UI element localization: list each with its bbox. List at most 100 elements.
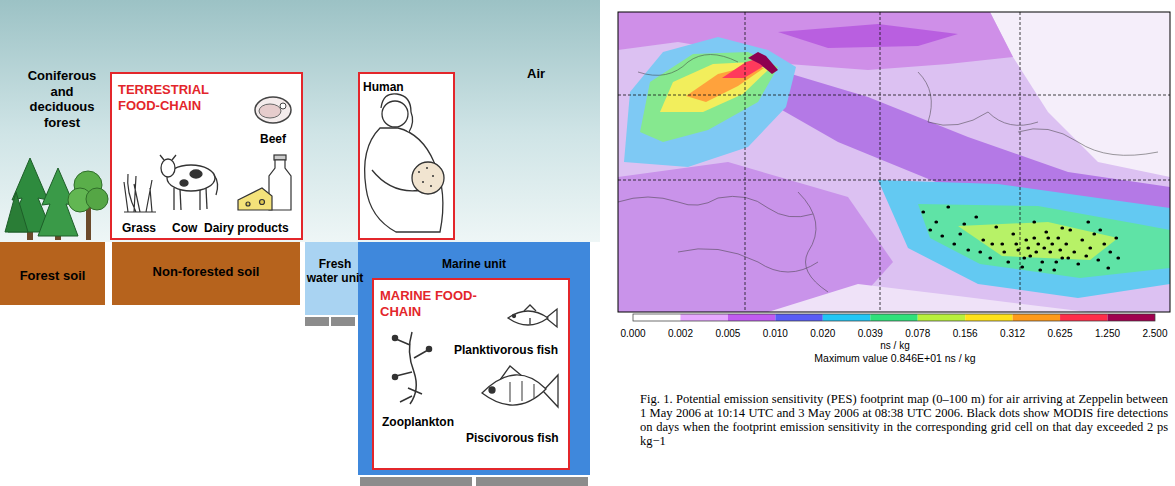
colorbar-tick: 0.625: [1048, 328, 1073, 340]
figure-caption: Fig. 1. Potential emission sensitivity (…: [640, 392, 1168, 448]
item-label: Planktivorous fish: [454, 343, 558, 357]
footprint-map: [640, 52, 778, 142]
forest-label: Coniferous and deciduous forest: [19, 68, 105, 130]
label-holder: 0.020: [798, 323, 848, 341]
footprint-map: [638, 55, 738, 76]
sediment-bars: [305, 317, 329, 326]
text-holder: TERRESTRIAL FOOD-CHAIN: [118, 82, 230, 114]
label-holder: 0.005: [703, 323, 753, 341]
text-holder: Cow: [172, 218, 197, 236]
beef-icon: [259, 104, 281, 118]
planktivorous-fish-icon: [508, 311, 548, 325]
marine-band: MARINE FOOD-CHAIN Planktivorous fishZoopl…: [358, 242, 590, 475]
human-figure: [365, 94, 444, 232]
compartment-label: Air: [527, 66, 545, 82]
human-figure: [412, 162, 444, 194]
colorbar-unit: ns / kg: [880, 340, 909, 352]
cow-icon: [214, 175, 218, 195]
footprint-map: [918, 204, 1170, 278]
band-label: Marine unit: [442, 257, 506, 271]
grass-icon: [124, 174, 156, 212]
cow-icon: [173, 188, 174, 210]
footprint-map: [990, 12, 1170, 177]
text-holder: Dairy products: [204, 218, 289, 236]
footprint-map: [618, 180, 1170, 181]
footprint-map: [768, 284, 1088, 312]
label-holder: 1.250: [1083, 323, 1133, 341]
colorbar: [633, 314, 680, 321]
label-holder: 0.312: [988, 323, 1038, 341]
label-holder: 0.000: [608, 323, 658, 341]
colorbar: [633, 314, 1155, 321]
colorbar-tick: 0.002: [668, 328, 693, 340]
colorbar: [775, 314, 822, 321]
label-holder: 0.010: [750, 323, 800, 341]
label-holder: 0.156: [940, 323, 990, 341]
colorbar: [1060, 314, 1107, 321]
colorbar-tick: 0.156: [953, 328, 978, 340]
zooplankton-icon: [393, 375, 398, 380]
piscivorous-fish-icon: [482, 366, 558, 407]
text-holder: Human: [363, 77, 404, 95]
text-holder: Zooplankton: [382, 412, 454, 430]
beef-icon: [255, 97, 291, 123]
item-label: Cow: [172, 221, 197, 235]
item-label: Piscivorous fish: [466, 431, 559, 445]
soil-band: Non-forested soil: [112, 242, 300, 305]
beef-icon: [280, 103, 286, 109]
forest-trees: [5, 192, 28, 232]
colorbar-tick: 2.500: [1142, 328, 1167, 340]
piscivorous-fish-icon: [543, 375, 558, 407]
human-figure: [381, 94, 413, 132]
dairy-icon: [274, 155, 286, 160]
planktivorous-fish-icon: [524, 305, 536, 324]
footprint-map: [798, 192, 828, 292]
max-value-note: Maximum value 0.846E+01 ns / kg: [814, 352, 975, 365]
footprint-map: [618, 12, 1170, 312]
colorbar-tick: 0.000: [620, 328, 645, 340]
footprint-map: [618, 12, 1170, 312]
human-figure: [418, 168, 434, 186]
dairy-icon: [238, 155, 291, 210]
food-chain-heading: TERRESTRIAL FOOD-CHAIN: [118, 82, 230, 113]
footprint-map: [618, 95, 1170, 96]
footprint-map: [1018, 129, 1158, 156]
human-figure: [382, 101, 408, 127]
forest-trees: [86, 188, 108, 210]
text-holder: Beef: [260, 129, 286, 147]
dairy-icon: [246, 202, 250, 206]
soil-band: Forest soil: [0, 242, 105, 305]
footprint-map: [778, 24, 958, 48]
text-holder: Fresh water unit: [305, 258, 365, 286]
piscivorous-fish-icon: [482, 375, 546, 405]
colorbar-tick: 0.312: [1000, 328, 1025, 340]
colorbar-tick: 0.078: [905, 328, 930, 340]
item-label: Beef: [260, 132, 286, 146]
box-heading: Human: [363, 80, 404, 94]
footprint-map: [618, 55, 1158, 293]
band-label: Forest soil: [20, 268, 86, 284]
band-label: Non-forested soil: [153, 264, 260, 280]
text-holder: Grass: [122, 218, 156, 236]
item-label: Grass: [122, 221, 156, 235]
label-holder: Coniferous and deciduous forest: [19, 68, 105, 131]
label-holder: 0.039: [845, 323, 895, 341]
planktivorous-fish-icon: [508, 305, 557, 327]
zooplankton-icon: [393, 336, 398, 341]
footprint-map: [1020, 12, 1021, 312]
colorbar-tick: 0.005: [715, 328, 740, 340]
text-holder: Non-forested soil: [112, 262, 300, 280]
colorbar: [870, 314, 917, 321]
text-holder: MARINE FOOD-CHAIN: [380, 288, 500, 320]
air-compartment: [0, 0, 600, 242]
text-holder: Piscivorous fish: [466, 428, 559, 446]
colorbar-tick: 0.020: [810, 328, 835, 340]
piscivorous-fish-icon: [489, 387, 495, 393]
water-band: Fresh water unit: [305, 242, 365, 315]
cow-icon: [160, 155, 218, 210]
label-holder: 2.500: [1130, 323, 1175, 341]
colorbar: [1108, 314, 1155, 321]
colorbar: [633, 314, 1155, 321]
piscivorous-fish-icon: [510, 381, 534, 402]
colorbar: [680, 314, 727, 321]
